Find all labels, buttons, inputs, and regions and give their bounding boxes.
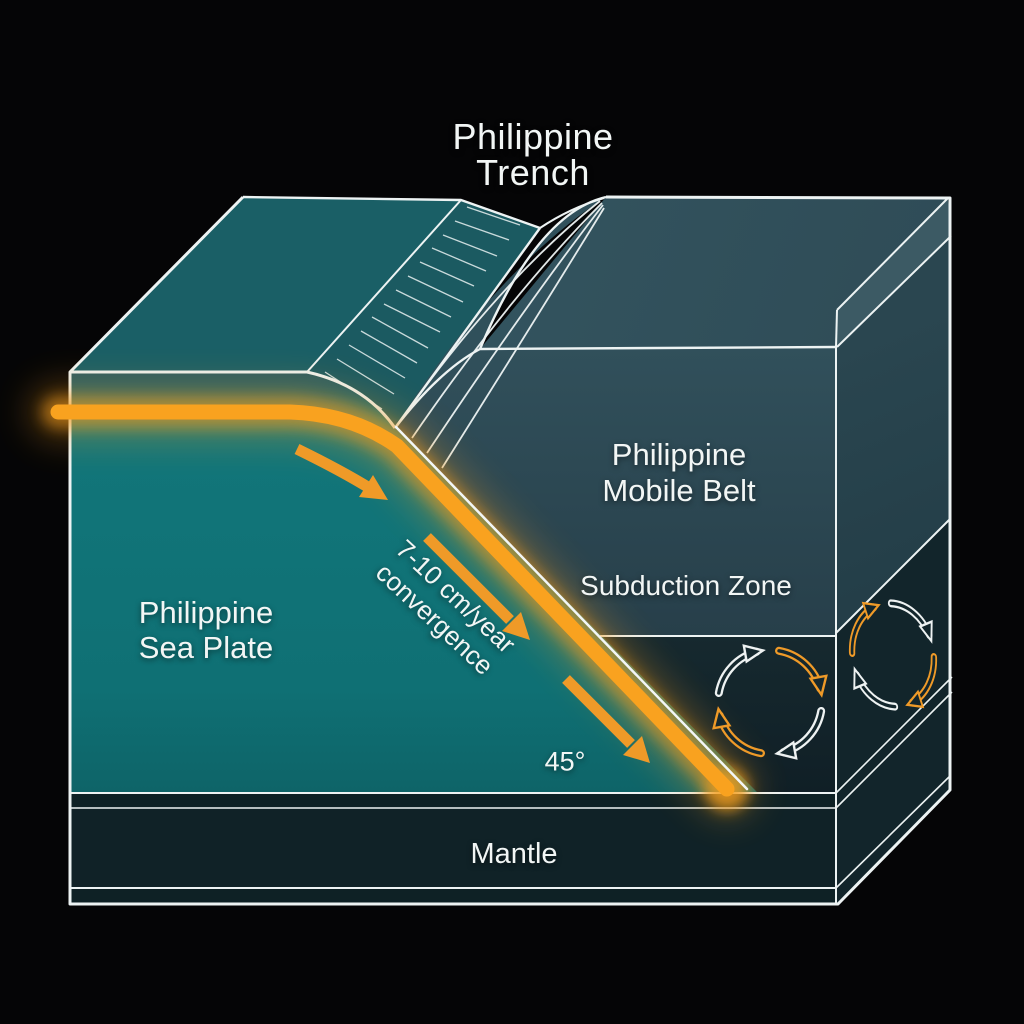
sea-plate-line1: Philippine: [138, 595, 274, 630]
label-sea-plate: Philippine Sea Plate: [139, 595, 273, 665]
label-mantle: Mantle: [470, 838, 558, 871]
convergence-arrow-lower: [562, 675, 650, 763]
convection-cell-front: [712, 644, 828, 760]
sea-plate-top-face: [70, 197, 461, 372]
diagram-title: Philippine Trench: [452, 119, 613, 191]
convection-arrowheads-front: [712, 644, 828, 760]
label-mobile-belt: Philippine Mobile Belt: [602, 437, 755, 509]
trench-hatching: [324, 206, 521, 410]
mobile-belt-line1: Philippine: [611, 437, 747, 472]
slab-core: [50, 404, 735, 797]
label-dip-angle: 45°: [544, 746, 586, 777]
mobile-belt-top-bevel: [837, 198, 951, 347]
mobile-belt-top-face: [480, 197, 948, 349]
title-line2: Trench: [476, 152, 590, 193]
mantle-band-top: [70, 793, 836, 808]
convection-arrowheads-side: [853, 601, 933, 709]
mantle-layer: [70, 808, 836, 888]
sea-plate-line2: Sea Plate: [138, 630, 274, 665]
sea-plate-front-face: [70, 372, 758, 793]
plate-interface-line: [394, 425, 749, 791]
mobile-belt-front-face: [395, 347, 836, 636]
convection-cell-side: [848, 599, 938, 711]
mobile-belt-side-face: [836, 236, 951, 633]
convergence-arrow-upper: [423, 533, 530, 640]
bend-arrow: [294, 444, 388, 500]
trench-wall: [307, 200, 540, 428]
mobile-belt-line2: Mobile Belt: [602, 473, 756, 508]
subducting-slab: [27, 381, 758, 820]
label-subduction-zone: Subduction Zone: [580, 569, 792, 601]
mantle-band-bottom: [70, 888, 836, 904]
title-line1: Philippine: [452, 116, 614, 157]
